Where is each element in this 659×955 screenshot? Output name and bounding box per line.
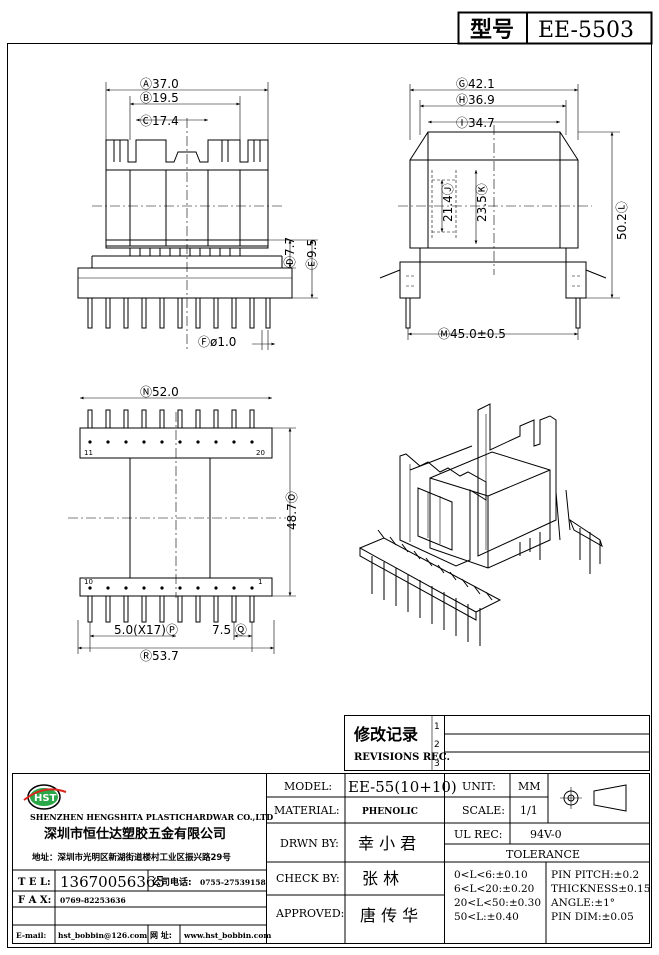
company-address: 地址：深圳市光明区新湖街道楼村工业区振兴路29号 bbox=[32, 852, 231, 863]
company-block: HST SHENZHEN HENGSHITA PLASTICHARDWAR CO… bbox=[12, 773, 273, 944]
tolerance-len-1: 0<L<6:±0.10 bbox=[454, 869, 528, 881]
dim-D: Ⓓ7.7 bbox=[283, 237, 297, 268]
front-pins bbox=[87, 297, 271, 329]
check-label: CHECK BY: bbox=[276, 872, 340, 885]
material-label: MATERIAL: bbox=[274, 804, 340, 817]
email-value: hst_bobbin@126.com bbox=[58, 931, 147, 940]
bottom-low-pin-dots bbox=[88, 586, 254, 590]
approved-value: 唐 传 华 bbox=[360, 906, 418, 925]
logo-text: HST bbox=[34, 793, 57, 804]
bottom-top-pin-dots bbox=[88, 440, 254, 444]
company-tel-value: 0755-27539158 bbox=[200, 878, 266, 887]
approved-label: APPROVED: bbox=[275, 907, 344, 920]
unit-value: MM bbox=[518, 780, 541, 793]
check-value: 张 林 bbox=[362, 869, 399, 888]
dim-C: Ⓒ17.4 bbox=[140, 114, 179, 128]
bottom-view: Ⓝ52.0 11 20 bbox=[68, 385, 299, 663]
pin-label-1: 1 bbox=[258, 578, 262, 586]
tel-label: T E L: bbox=[18, 877, 51, 888]
dim-H: Ⓗ36.9 bbox=[456, 93, 495, 107]
model-label: MODEL: bbox=[284, 780, 332, 793]
tolerance-other-2: THICKNESS±0.15 bbox=[551, 883, 650, 895]
bottom-low-pins bbox=[87, 595, 255, 623]
dim-B: Ⓑ19.5 bbox=[140, 91, 179, 105]
drawing-border bbox=[7, 43, 652, 948]
tolerance-other-3: ANGLE:±1° bbox=[550, 897, 615, 909]
pin-label-11: 11 bbox=[84, 449, 93, 457]
isometric-view bbox=[358, 403, 603, 646]
specs-table: MODEL: EE-55(10+10) UNIT: MM MATERIAL: P… bbox=[266, 773, 650, 944]
tolerance-label: TOLERANCE bbox=[506, 848, 580, 861]
side-view: Ⓖ42.1 Ⓗ36.9 Ⓘ34.7 21.4Ⓙ 23.5Ⓚ 50.2Ⓛ bbox=[379, 77, 629, 341]
dim-J: 21.4Ⓙ bbox=[441, 183, 455, 222]
projection-symbol-icon bbox=[560, 784, 627, 812]
dim-A: Ⓐ37.0 bbox=[140, 77, 179, 91]
material-value: PHENOLIC bbox=[362, 807, 418, 817]
model-title-block: 型号 EE-5503 bbox=[457, 11, 653, 45]
pin-label-20: 20 bbox=[256, 449, 265, 457]
company-tel-label: 公司电话: bbox=[152, 876, 192, 888]
dim-F: Ⓕø1.0 bbox=[198, 335, 236, 349]
company-logo: HST bbox=[23, 784, 67, 810]
revisions-title-en: REVISIONS REC. bbox=[354, 752, 450, 763]
tel-value: 13670056365 bbox=[60, 873, 165, 891]
iso-bottom-pins bbox=[358, 529, 502, 646]
company-name-cn: 深圳市恒仕达塑胶五金有限公司 bbox=[44, 826, 226, 842]
model-value: EE-55(10+10) bbox=[348, 778, 457, 796]
dim-K: 23.5Ⓚ bbox=[475, 183, 489, 222]
dim-N: Ⓝ52.0 bbox=[140, 385, 179, 399]
drawn-value: 幸 小 君 bbox=[358, 834, 416, 853]
tolerance-other-4: PIN DIM:±0.05 bbox=[551, 911, 634, 923]
web-label: 网 址: bbox=[150, 930, 172, 940]
front-pin-slots bbox=[129, 247, 241, 257]
ul-label: UL REC: bbox=[454, 828, 503, 841]
ul-value: 94V-0 bbox=[530, 828, 562, 841]
tolerance-other-1: PIN PITCH:±0.2 bbox=[551, 869, 639, 881]
dim-I: Ⓘ34.7 bbox=[456, 116, 495, 130]
type-value: EE-5503 bbox=[538, 18, 634, 43]
revision-mark-2: 2 bbox=[434, 740, 440, 750]
pin-label-10: 10 bbox=[84, 578, 93, 586]
revision-mark-3: 3 bbox=[434, 759, 440, 769]
revisions-table: 修改记录 REVISIONS REC. 1 2 3 bbox=[344, 715, 650, 771]
dim-L: 50.2Ⓛ bbox=[615, 201, 629, 240]
email-label: E-mail: bbox=[16, 931, 46, 940]
scale-label: SCALE: bbox=[462, 804, 505, 817]
dim-M: Ⓜ45.0±0.5 bbox=[438, 327, 506, 341]
fax-label: F A X: bbox=[18, 895, 51, 906]
company-name-en: SHENZHEN HENGSHITA PLASTICHARDWAR CO.,LT… bbox=[30, 812, 273, 822]
tolerance-len-3: 20<L<50:±0.30 bbox=[454, 897, 541, 909]
tolerance-len-4: 50<L:±0.40 bbox=[454, 911, 519, 923]
revision-mark-1: 1 bbox=[434, 722, 440, 732]
front-view: Ⓐ37.0 Ⓑ19.5 Ⓒ17.4 bbox=[77, 77, 319, 350]
tolerance-len-2: 6<L<20:±0.20 bbox=[454, 883, 534, 895]
dim-E: Ⓔ9.5 bbox=[305, 239, 319, 270]
type-label: 型号 bbox=[470, 18, 514, 43]
unit-label: UNIT: bbox=[462, 780, 496, 793]
revisions-title-cn: 修改记录 bbox=[353, 725, 418, 744]
fax-value: 0769-82253636 bbox=[60, 896, 126, 905]
dim-P: 5.0(X17)Ⓟ bbox=[114, 623, 178, 637]
drawn-label: DRWN BY: bbox=[280, 837, 339, 850]
dim-Q: 7.5 Ⓠ bbox=[212, 623, 247, 637]
bottom-top-pins bbox=[87, 409, 255, 429]
iso-right-pins bbox=[519, 489, 603, 574]
web-value: www.hst_bobbin.com bbox=[183, 931, 271, 940]
scale-value: 1/1 bbox=[520, 804, 538, 817]
dim-G: Ⓖ42.1 bbox=[456, 77, 495, 91]
dim-O: 48.7Ⓞ bbox=[285, 491, 299, 530]
dim-R: Ⓡ53.7 bbox=[140, 649, 179, 663]
